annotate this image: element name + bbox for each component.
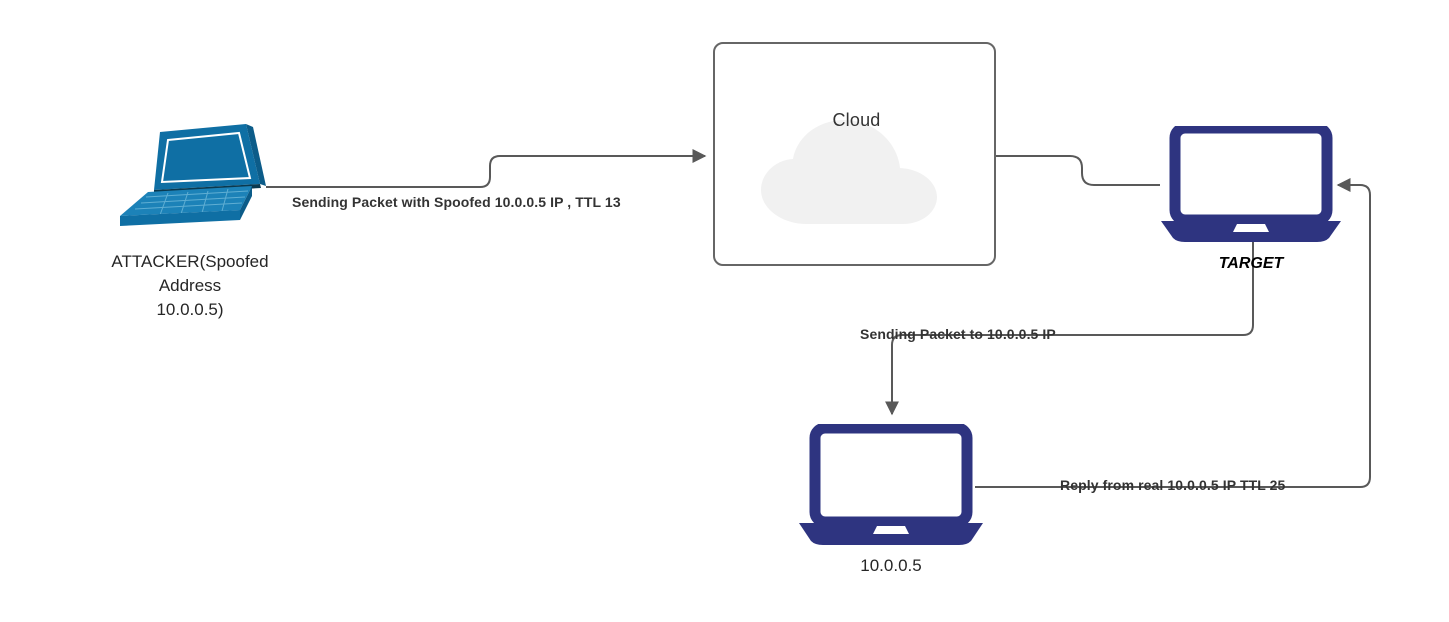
node-target[interactable] [1153,122,1349,244]
target-label: TARGET [1218,255,1284,272]
edge-attacker-to-cloud [266,149,707,188]
laptop-icon [799,422,983,545]
node-cloud[interactable]: Cloud [713,42,996,266]
edge-label-attacker-to-cloud: Sending Packet with Spoofed 10.0.0.5 IP … [292,194,621,210]
attacker-label: ATTACKER(Spoofed Address 10.0.0.5) [30,250,350,322]
attacker-label-line3: 10.0.0.5) [156,300,224,319]
laptop-icon [1161,122,1341,242]
node-victim[interactable] [793,422,989,546]
attacker-label-line1: ATTACKER(Spoofed [111,252,269,271]
victim-label: 10.0.0.5 [860,556,922,575]
cloud-label: Cloud [832,110,881,130]
node-attacker[interactable] [108,118,278,228]
attacker-label-line2: Address [158,276,222,295]
edge-label-victim-to-target: Reply from real 10.0.0.5 IP TTL 25 [1060,477,1286,493]
edge-label-target-to-victim: Sending Packet to 10.0.0.5 IP [860,326,1056,342]
edge-cloud-to-target [996,155,1160,186]
laptop-isometric-icon [120,124,266,226]
cloud-icon [761,120,937,224]
